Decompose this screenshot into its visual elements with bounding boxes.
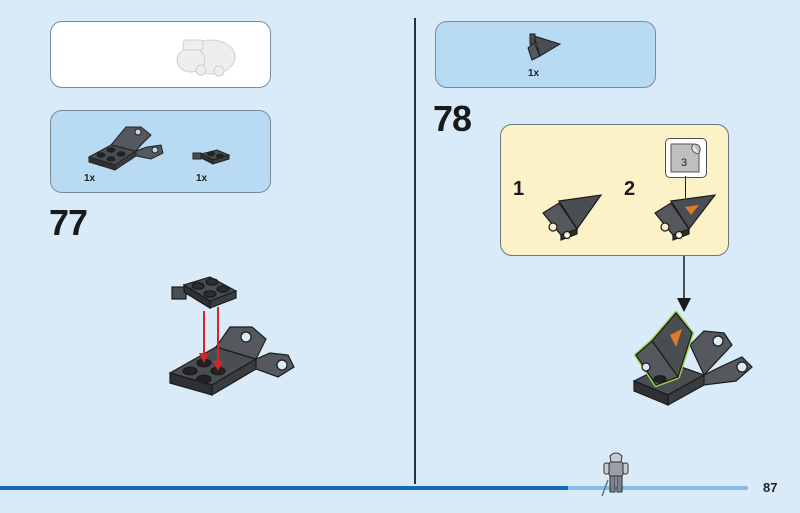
assembly-arrow-icon [677,256,691,312]
progress-bar-filled [0,486,568,490]
progress-bar-remaining [568,486,748,490]
step-78-assembly-illustration [632,311,753,407]
sticker-pointer-line [685,176,686,198]
substep-number: 1 [513,178,525,200]
parts-list-box: 1x 1x [50,110,271,193]
previous-assembly-ghost-icon [176,39,236,77]
sticker-icon [670,143,701,173]
slope-tile-part-illustration [542,194,603,241]
sticker-box: 3 [665,138,707,178]
page-number: 87 [763,480,778,495]
substep-number: 2 [624,178,636,200]
page-divider [414,18,416,484]
step-number: 78 [433,98,472,139]
part-count: 1x [196,173,208,184]
part-count: 1x [528,68,540,79]
previous-assembly-box [50,21,271,88]
step-number: 77 [49,202,88,243]
part-count: 1x [84,173,96,184]
plate-with-clip-part-icon [192,149,231,165]
bracket-plate-part-icon [87,126,164,171]
slope-tile-with-sticker-illustration [654,194,717,241]
step-77-assembly-illustration [168,276,295,397]
minifigure-icon [601,452,629,497]
slope-tile-with-clip-part-icon [527,33,562,61]
sub-assembly-callout: 1 2 3 [500,124,729,256]
parts-list-box: 1x [435,21,656,88]
sticker-number: 3 [681,157,688,169]
